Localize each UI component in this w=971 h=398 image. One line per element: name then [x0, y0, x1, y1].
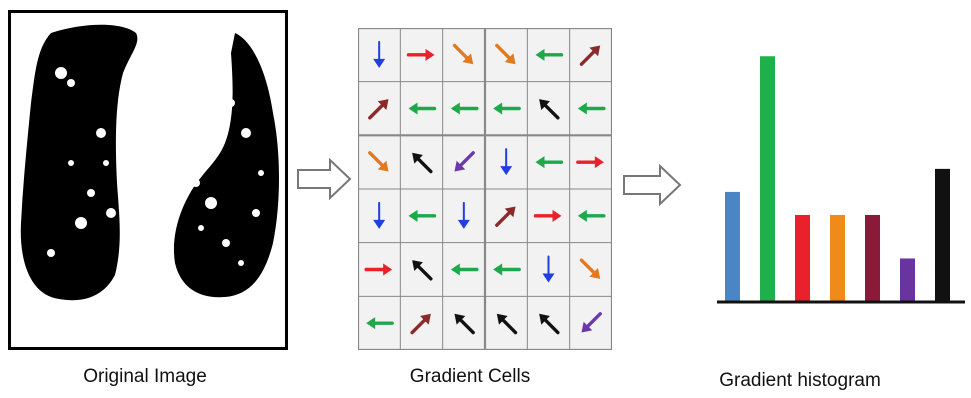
- up-left-arrow-icon: [496, 313, 518, 335]
- gradient-cells-grid: [358, 28, 612, 350]
- left-arrow-icon: [493, 102, 521, 115]
- right-arrow-icon: [296, 158, 352, 200]
- histogram-bar: [865, 214, 880, 302]
- left-arrow-icon: [577, 209, 606, 222]
- caption-gradient-histogram: Gradient histogram: [719, 370, 881, 391]
- up-left-arrow-icon: [539, 313, 560, 335]
- up-left-arrow-icon: [412, 260, 433, 281]
- gradient-histogram: [715, 18, 967, 318]
- up-right-arrow-icon: [579, 45, 601, 66]
- right-arrow-icon: [533, 209, 562, 222]
- gradient-cells-svg: [358, 28, 612, 350]
- left-arrow-icon: [366, 317, 394, 330]
- caption-original-image: Original Image: [83, 366, 207, 387]
- down-arrow-icon: [542, 255, 555, 283]
- lung-image: [20, 24, 279, 301]
- down-arrow-icon: [457, 201, 470, 229]
- up-left-arrow-icon: [539, 99, 560, 120]
- down-right-arrow-icon: [495, 43, 516, 65]
- down-left-arrow-icon: [581, 312, 602, 333]
- histogram-bar: [830, 214, 845, 302]
- histogram-svg: [717, 56, 965, 304]
- histogram-bar: [795, 214, 810, 302]
- left-arrow-icon: [450, 263, 479, 276]
- down-right-arrow-icon: [452, 43, 474, 65]
- left-arrow-icon: [493, 263, 521, 276]
- down-right-arrow-icon: [579, 258, 601, 279]
- histogram-bar: [935, 168, 950, 302]
- up-left-arrow-icon: [412, 152, 433, 174]
- up-right-arrow-icon: [410, 313, 431, 335]
- histogram-bar: [725, 191, 740, 302]
- histogram-bar: [900, 258, 915, 302]
- down-arrow-icon: [500, 148, 513, 176]
- down-arrow-icon: [373, 201, 386, 229]
- right-arrow-icon: [576, 156, 604, 169]
- up-left-arrow-icon: [454, 313, 475, 335]
- left-arrow-icon: [577, 102, 606, 115]
- right-arrow-icon: [622, 164, 682, 206]
- right-arrow-icon: [406, 48, 435, 61]
- down-arrow-icon: [373, 40, 386, 68]
- down-right-arrow-icon: [368, 151, 389, 172]
- right-arrow-icon: [364, 263, 393, 276]
- down-left-arrow-icon: [454, 151, 475, 172]
- caption-gradient-cells: Gradient Cells: [409, 366, 531, 387]
- histogram-bar: [760, 56, 775, 302]
- left-arrow-icon: [535, 48, 564, 61]
- up-right-arrow-icon: [495, 206, 516, 227]
- up-right-arrow-icon: [368, 99, 389, 120]
- left-arrow-icon: [408, 102, 437, 115]
- left-arrow-icon: [450, 102, 479, 115]
- left-arrow-icon: [535, 156, 564, 169]
- left-arrow-icon: [408, 209, 437, 222]
- original-image: [8, 10, 288, 350]
